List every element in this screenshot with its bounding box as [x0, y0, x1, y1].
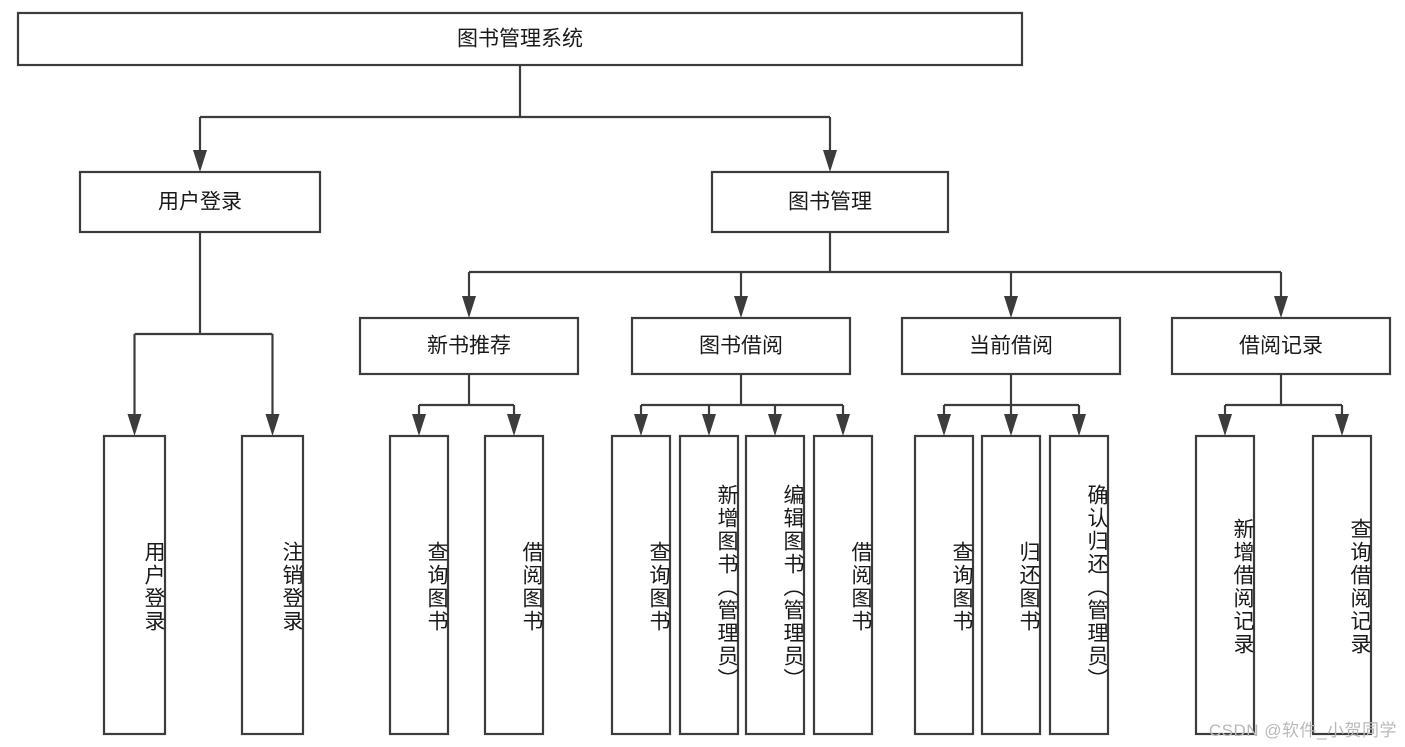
node-leaf-confirm-return[interactable]	[1048, 434, 1110, 736]
node-box-current-borrow[interactable]	[900, 316, 1122, 376]
connector-user-login	[127, 232, 280, 436]
node-leaf-edit-book[interactable]	[744, 434, 806, 736]
node-leaf-return-book[interactable]	[980, 434, 1042, 736]
arrow-head-icon	[1218, 414, 1232, 436]
node-current-borrow[interactable]	[900, 316, 1122, 376]
node-root[interactable]	[16, 11, 1024, 67]
node-book-manage[interactable]	[710, 170, 950, 234]
node-box-leaf-query-book-1[interactable]	[388, 434, 450, 736]
node-leaf-user-login[interactable]	[102, 434, 167, 736]
node-box-leaf-query-borrow-record[interactable]	[1311, 434, 1373, 736]
node-leaf-query-book-1[interactable]	[388, 434, 450, 736]
arrow-head-icon	[1004, 414, 1018, 436]
connector-borrow-record	[1218, 374, 1349, 436]
arrow-head-icon	[1004, 296, 1018, 318]
node-label-book-manage: 图书管理	[788, 191, 872, 214]
node-book-borrow[interactable]	[630, 316, 852, 376]
node-new-book-recommend[interactable]	[358, 316, 580, 376]
node-box-leaf-confirm-return[interactable]	[1048, 434, 1110, 736]
arrow-head-icon	[462, 296, 476, 318]
node-leaf-query-book-3[interactable]	[913, 434, 975, 736]
node-box-new-book-recommend[interactable]	[358, 316, 580, 376]
arrow-head-icon	[1072, 414, 1086, 436]
node-leaf-add-book[interactable]	[678, 434, 740, 736]
node-label-root: 图书管理系统	[457, 28, 583, 51]
node-box-leaf-query-book-2[interactable]	[610, 434, 672, 736]
node-box-leaf-borrow-book-1[interactable]	[483, 434, 545, 736]
arrow-head-icon	[1335, 414, 1349, 436]
watermark-text: CSDN @软件_小贺同学	[1208, 721, 1397, 740]
node-label-new-book-recommend: 新书推荐	[427, 335, 511, 358]
node-leaf-borrow-book-1[interactable]	[483, 434, 545, 736]
arrow-head-icon	[836, 414, 850, 436]
node-box-leaf-borrow-book-2[interactable]	[812, 434, 874, 736]
node-user-login[interactable]	[78, 170, 322, 234]
arrow-head-icon	[634, 414, 648, 436]
node-box-root[interactable]	[16, 11, 1024, 67]
node-box-leaf-user-login[interactable]	[102, 434, 167, 736]
node-borrow-record[interactable]	[1170, 316, 1392, 376]
arrow-head-icon	[507, 414, 521, 436]
node-box-user-login[interactable]	[78, 170, 322, 234]
node-label-current-borrow: 当前借阅	[969, 335, 1053, 358]
connector-root	[193, 65, 837, 172]
node-box-leaf-logout-login[interactable]	[240, 434, 305, 736]
arrow-head-icon	[127, 414, 142, 436]
arrow-head-icon	[734, 296, 748, 318]
node-box-borrow-record[interactable]	[1170, 316, 1392, 376]
arrow-head-icon	[193, 150, 207, 172]
arrow-head-icon	[1274, 296, 1288, 318]
node-leaf-borrow-book-2[interactable]	[812, 434, 874, 736]
node-leaf-query-book-2[interactable]	[610, 434, 672, 736]
arrow-head-icon	[768, 414, 782, 436]
node-leaf-logout-login[interactable]	[240, 434, 305, 736]
connector-book-manage	[462, 232, 1288, 318]
arrow-head-icon	[265, 414, 280, 436]
node-label-book-borrow: 图书借阅	[699, 335, 783, 358]
node-box-leaf-return-book[interactable]	[980, 434, 1042, 736]
connector-current-borrow	[937, 374, 1086, 436]
arrow-head-icon	[937, 414, 951, 436]
node-leaf-query-borrow-record[interactable]	[1311, 434, 1373, 736]
node-box-leaf-add-borrow-record[interactable]	[1194, 434, 1256, 736]
arrow-head-icon	[702, 414, 716, 436]
arrow-head-icon	[823, 150, 837, 172]
node-box-book-borrow[interactable]	[630, 316, 852, 376]
node-box-book-manage[interactable]	[710, 170, 950, 234]
node-label-user-login: 用户登录	[158, 191, 242, 214]
node-box-leaf-query-book-3[interactable]	[913, 434, 975, 736]
connector-book-borrow	[634, 374, 850, 436]
connector-new-book-recommend	[412, 374, 521, 436]
arrow-head-icon	[412, 414, 426, 436]
node-box-leaf-edit-book[interactable]	[744, 434, 806, 736]
node-label-borrow-record: 借阅记录	[1239, 335, 1323, 358]
node-box-leaf-add-book[interactable]	[678, 434, 740, 736]
node-leaf-add-borrow-record[interactable]	[1194, 434, 1256, 736]
